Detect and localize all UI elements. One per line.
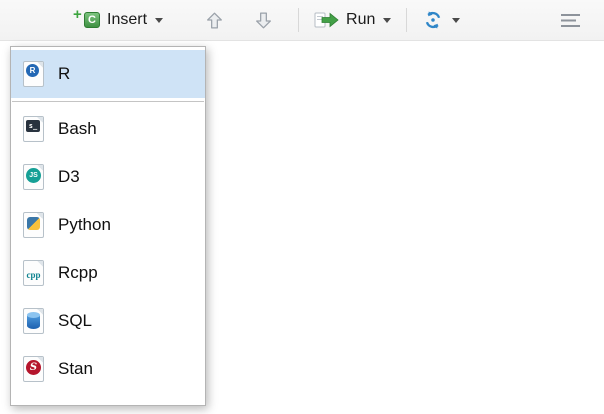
menu-item-python[interactable]: Python	[11, 201, 205, 249]
toolbar-separator	[406, 8, 408, 32]
menu-item-r[interactable]: R R	[11, 50, 205, 98]
menu-item-stan[interactable]: S Stan	[11, 345, 205, 393]
menu-item-label: Rcpp	[58, 263, 98, 282]
insert-chunk-button[interactable]: + C Insert	[68, 5, 168, 35]
menu-item-bash[interactable]: s_ Bash	[11, 105, 205, 153]
down-arrow-icon	[256, 12, 271, 28]
menu-item-label: SQL	[58, 311, 93, 330]
document-outline-button[interactable]	[557, 9, 584, 32]
menu-item-label: Python	[58, 215, 111, 234]
insert-chunk-icon: + C	[73, 6, 101, 31]
stan-logo-badge: S	[26, 360, 41, 375]
shell-badge: s_	[26, 120, 40, 132]
d3-file-icon: JS	[23, 164, 44, 190]
menu-separator	[12, 101, 204, 102]
menu-item-label: R	[58, 64, 71, 83]
menu-item-label: Stan	[58, 359, 93, 378]
cpp-badge: cpp	[26, 270, 41, 280]
menu-item-sql[interactable]: SQL	[11, 297, 205, 345]
chevron-down-icon	[383, 17, 392, 23]
chunk-c-icon: C	[84, 12, 100, 28]
chevron-down-icon	[155, 17, 164, 23]
js-badge: JS	[26, 168, 41, 183]
jump-previous-chunk-button[interactable]	[198, 6, 231, 35]
menu-item-d3[interactable]: JS D3	[11, 153, 205, 201]
chevron-down-icon	[452, 17, 461, 23]
stan-file-icon: S	[23, 356, 44, 382]
rcpp-file-icon: cpp	[23, 260, 44, 286]
insert-chunk-menu: R R s_ Bash JS D3 Python cpp Rcpp SQL	[10, 46, 206, 406]
menu-item-label: Bash	[58, 119, 97, 138]
jump-next-chunk-button[interactable]	[247, 6, 280, 35]
editor-toolbar: + C Insert Run	[0, 0, 604, 41]
insert-button-label: Insert	[107, 11, 148, 28]
menu-item-label: D3	[58, 167, 80, 186]
database-cylinder-badge	[27, 312, 40, 329]
r-file-icon: R	[23, 61, 44, 87]
rerun-previous-button[interactable]	[417, 5, 465, 35]
run-button[interactable]: Run	[309, 7, 396, 33]
run-button-label: Run	[346, 11, 376, 28]
outline-lines-icon	[561, 13, 580, 27]
bash-file-icon: s_	[23, 116, 44, 142]
python-file-icon	[23, 212, 44, 238]
up-arrow-icon	[207, 12, 222, 28]
rerun-circular-arrows-icon	[426, 11, 441, 29]
python-logo-badge	[27, 217, 40, 230]
plus-icon: +	[73, 6, 82, 23]
run-icon	[314, 12, 339, 28]
menu-item-rcpp[interactable]: cpp Rcpp	[11, 249, 205, 297]
r-badge: R	[26, 64, 39, 77]
sql-file-icon	[23, 308, 44, 334]
toolbar-separator	[298, 8, 300, 32]
